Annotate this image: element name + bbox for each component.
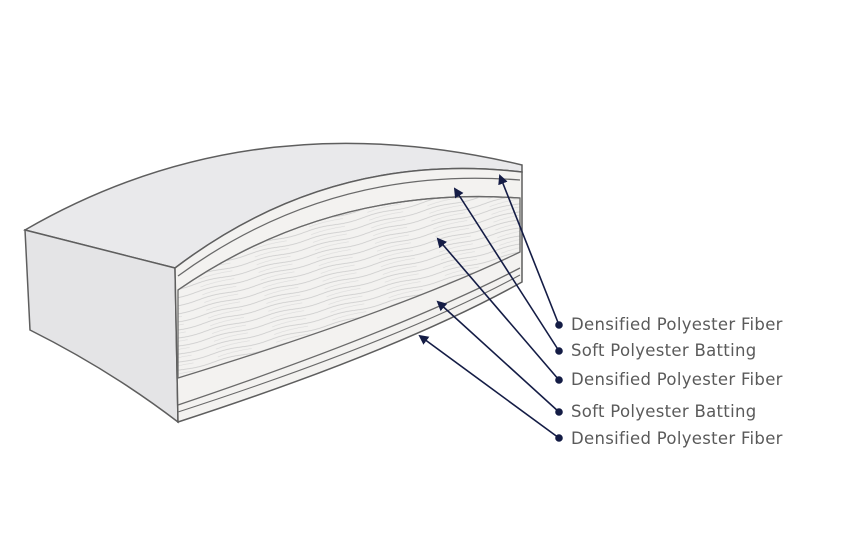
label-densified-fiber-1: Densified Polyester Fiber	[571, 315, 783, 334]
arrow-1	[498, 174, 560, 326]
cushion-side-face	[24, 229, 179, 424]
arrow-4	[436, 300, 560, 413]
dot-3	[555, 376, 563, 384]
label-densified-fiber-2: Densified Polyester Fiber	[571, 370, 783, 389]
arrow-5	[418, 334, 560, 439]
layer-densified-bottom	[177, 274, 521, 413]
dot-2	[555, 347, 563, 355]
layer-soft-batting-bottom	[177, 267, 521, 406]
arrow-2	[453, 187, 560, 352]
dot-4	[555, 408, 563, 416]
layer-densified-top	[177, 177, 521, 277]
label-soft-batting-2: Soft Polyester Batting	[571, 402, 757, 421]
label-soft-batting-1: Soft Polyester Batting	[571, 341, 757, 360]
arrow-3	[436, 237, 560, 381]
layer-densified-middle	[177, 195, 521, 379]
dot-5	[555, 434, 563, 442]
label-densified-fiber-3: Densified Polyester Fiber	[571, 429, 783, 448]
dot-1	[555, 321, 563, 329]
